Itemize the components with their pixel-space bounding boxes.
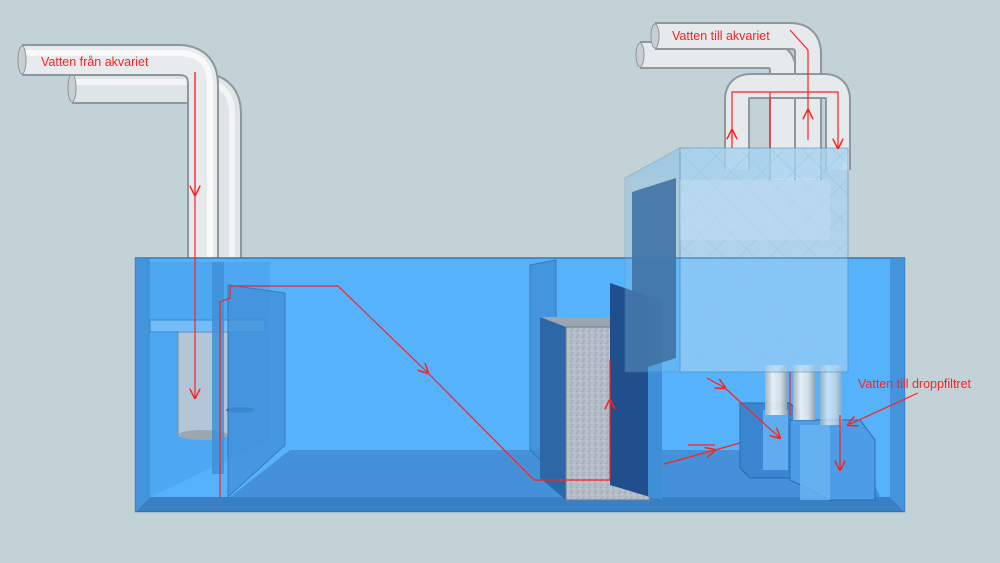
drip-filter-box: [624, 147, 850, 373]
drip-label-pointer: [848, 392, 919, 425]
intake-chamber: [149, 262, 286, 499]
flow-arrow-main: [219, 285, 428, 498]
return-pipes: [635, 22, 851, 180]
label-to-drip-filter: Vatten till droppfiltret: [858, 377, 972, 391]
flow-arrows: [195, 29, 919, 498]
intake-pipes: [17, 44, 242, 262]
flow-arrow-bottom: [663, 450, 715, 465]
label-to-aquarium: Vatten till akvariet: [672, 29, 770, 43]
flow-arrow-return: [731, 91, 838, 148]
flow-arrow-drip: [706, 377, 725, 388]
label-from-aquarium: Vatten från akvariet: [41, 55, 149, 69]
